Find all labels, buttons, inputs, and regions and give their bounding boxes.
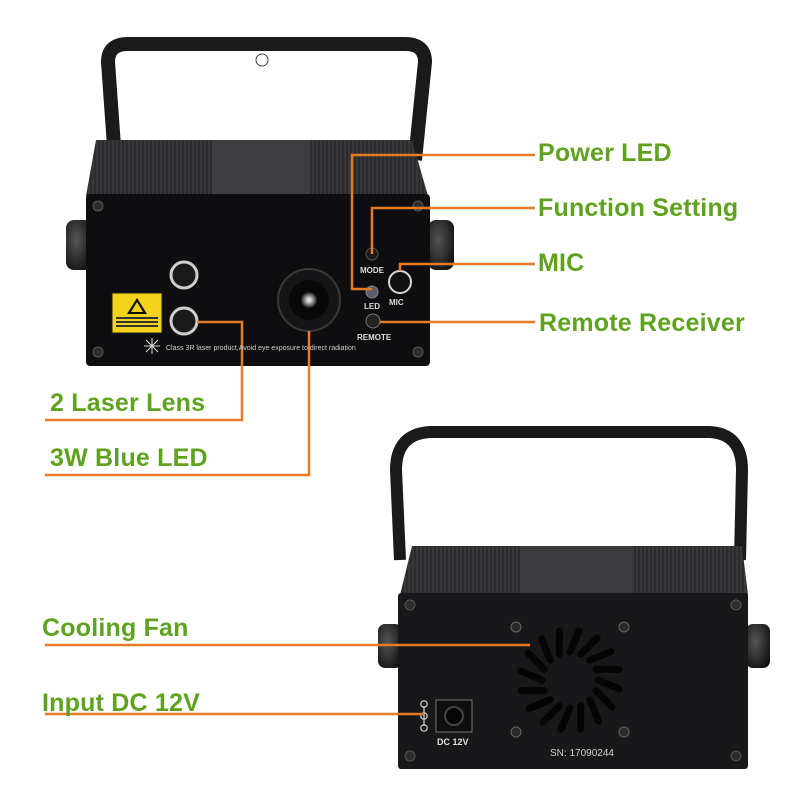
screw xyxy=(412,200,424,212)
leader-blue-led xyxy=(45,331,311,477)
fan-slot xyxy=(566,627,583,656)
fan-grille-icon xyxy=(517,627,623,733)
fan-slot xyxy=(592,687,616,711)
callout-power-led: Power LED xyxy=(538,139,672,167)
callout-remote-receiver: Remote Receiver xyxy=(539,309,745,337)
laser-lens-2 xyxy=(169,306,199,336)
screw xyxy=(92,346,104,358)
left-knob xyxy=(66,220,92,270)
front-unit xyxy=(66,37,454,366)
leader-lines xyxy=(45,153,535,716)
rear-right-knob xyxy=(746,624,770,668)
fan-slot xyxy=(517,667,546,684)
leader-power-led xyxy=(350,153,535,291)
leader-function-setting xyxy=(370,206,535,254)
laser-lens-1 xyxy=(169,260,199,290)
mic-opening xyxy=(388,270,412,294)
rear-handle xyxy=(390,426,748,561)
fan-slot xyxy=(594,676,623,693)
callout-mic: MIC xyxy=(538,249,585,277)
led-label: LED xyxy=(364,302,380,311)
callout-cooling-fan: Cooling Fan xyxy=(42,614,189,642)
screw xyxy=(92,200,104,212)
callout-input-dc: Input DC 12V xyxy=(42,689,200,717)
fan-slot xyxy=(538,635,554,664)
laser-starburst-icon xyxy=(144,338,160,354)
fan-slot xyxy=(577,634,601,658)
callout-blue-led: 3W Blue LED xyxy=(50,444,208,472)
rear-unit xyxy=(378,426,770,769)
right-knob xyxy=(428,220,454,270)
serial-number: SN: 17090244 xyxy=(550,748,614,759)
dc-label: DC 12V xyxy=(437,737,469,747)
front-handle xyxy=(101,37,432,161)
warning-text: Class 3R laser product,Avoid eye exposur… xyxy=(166,345,356,352)
dc-jack xyxy=(444,706,464,726)
fan-slot xyxy=(586,648,615,664)
remote-receiver xyxy=(365,313,381,329)
remote-label: REMOTE xyxy=(357,333,392,342)
fan-slot xyxy=(525,696,554,712)
callout-laser-lens: 2 Laser Lens xyxy=(50,389,206,417)
leader-mic xyxy=(398,262,535,271)
leader-laser-lens xyxy=(45,320,244,422)
fan-slot xyxy=(586,696,602,725)
mic-label: MIC xyxy=(389,298,404,307)
fan-slot xyxy=(524,649,548,673)
handle-hole xyxy=(255,53,269,67)
fan-slot xyxy=(539,702,563,726)
mode-label: MODE xyxy=(360,266,384,275)
screw xyxy=(412,346,424,358)
callout-function-setting: Function Setting xyxy=(538,194,739,222)
fan-slot xyxy=(557,704,574,733)
blue-led-lens xyxy=(301,292,317,308)
